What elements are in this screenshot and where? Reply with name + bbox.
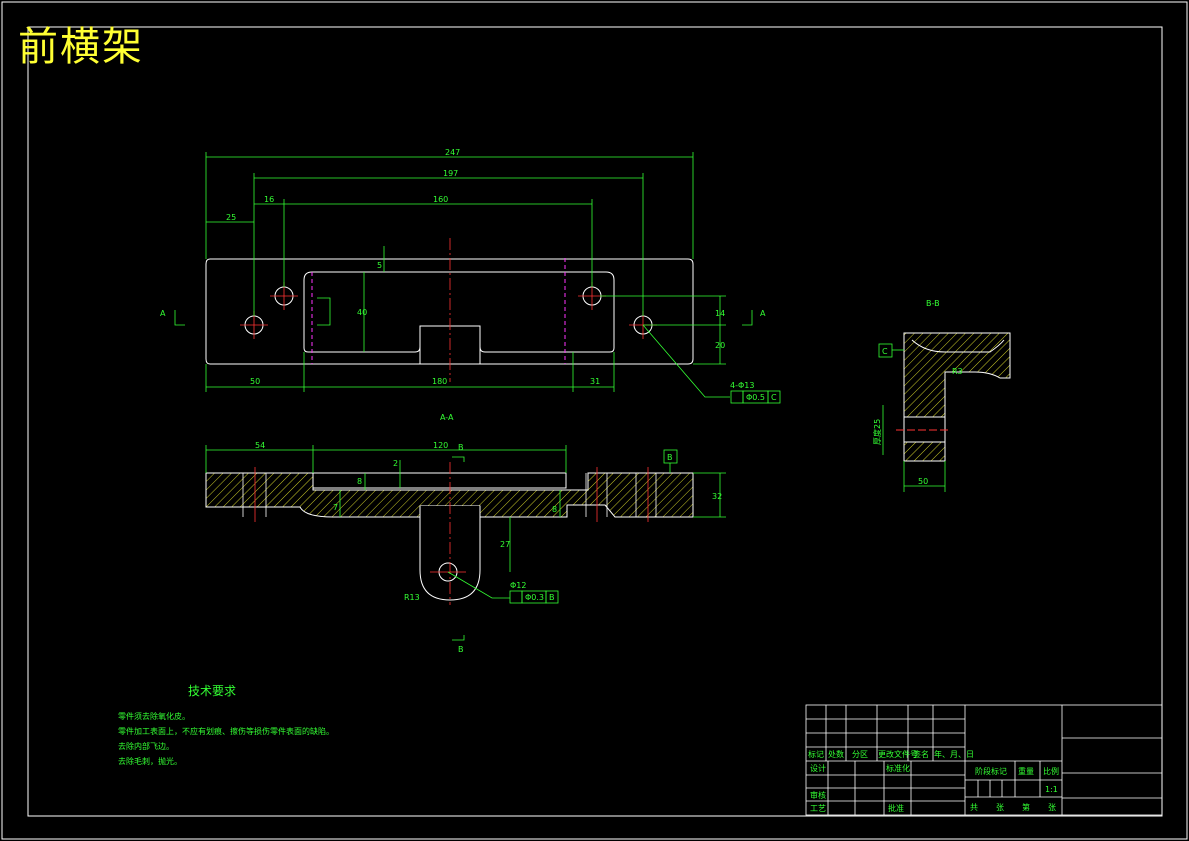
- label-a-left: A: [160, 309, 166, 318]
- callout-tol-05: Φ0.5: [746, 393, 765, 402]
- callout-tol-03: Φ0.3: [525, 593, 544, 602]
- dim-5: 5: [377, 261, 382, 270]
- label-a-right: A: [760, 309, 766, 318]
- label-b-top: B: [458, 443, 464, 452]
- dim-14: 14: [715, 309, 725, 318]
- dim-thickness: 厚度25: [872, 419, 882, 445]
- tb-sheets-unit2: 张: [1048, 803, 1056, 812]
- tb-approve: 批准: [888, 803, 904, 813]
- dim-2: 2: [393, 459, 398, 468]
- tb-process: 工艺: [810, 804, 826, 813]
- tb-hdr-count: 处数: [828, 749, 844, 759]
- dim-50-side: 50: [918, 477, 928, 486]
- dim-20: 20: [715, 341, 725, 350]
- title-block: [805, 704, 1163, 816]
- datum-c: C: [882, 347, 888, 356]
- tb-standard: 标准化: [886, 763, 910, 773]
- tb-sheets-no: 第: [1022, 802, 1030, 812]
- datum-b: B: [667, 453, 673, 462]
- tb-hdr-sign: 签名: [913, 749, 929, 759]
- section-dimensions: [205, 445, 726, 641]
- tb-hdr-zone: 分区: [852, 750, 868, 759]
- callout-ref-b: B: [549, 593, 555, 602]
- tb-sheets-total: 共: [970, 803, 978, 812]
- section-bb: [896, 332, 1011, 462]
- dim-54: 54: [255, 441, 265, 450]
- bb-dimensions: [878, 343, 946, 492]
- tb-hdr-docno: 更改文件号: [878, 749, 918, 759]
- dim-r13: R13: [404, 593, 420, 602]
- dim-8b: 8: [552, 505, 557, 514]
- tb-scale-label: 比例: [1043, 766, 1059, 776]
- tb-scale-value: 1:1: [1045, 785, 1058, 794]
- dim-50: 50: [250, 377, 260, 386]
- dim-27: 27: [500, 540, 510, 549]
- dim-8a: 8: [357, 477, 362, 486]
- tech-line: 去除毛刺，抛光。: [118, 757, 182, 766]
- section-aa: [205, 462, 694, 605]
- dim-25: 25: [226, 213, 236, 222]
- tech-line: 零件加工表面上，不应有划痕、擦伤等损伤零件表面的缺陷。: [118, 727, 334, 736]
- tb-stage: 阶段标记: [975, 766, 1007, 776]
- dim-31: 31: [590, 377, 600, 386]
- dim-197: 197: [443, 169, 458, 178]
- callout-phi12: Φ12: [510, 581, 526, 590]
- top-dimensions: [174, 152, 781, 404]
- callout-ref-c: C: [771, 393, 777, 402]
- dim-7: 7: [333, 503, 338, 512]
- tech-heading: 技术要求: [188, 684, 237, 698]
- tb-review: 审核: [810, 790, 826, 800]
- tb-weight: 重量: [1018, 766, 1034, 776]
- inner-frame: [27, 26, 1163, 817]
- callout-r3: R3: [952, 367, 963, 376]
- dim-160: 160: [433, 195, 448, 204]
- label-section-aa: A-A: [440, 413, 454, 422]
- tech-line: 去除内部飞边。: [118, 742, 174, 751]
- label-b-bottom: B: [458, 645, 464, 654]
- callout-4-phi13: 4-Φ13: [730, 381, 754, 390]
- dim-40: 40: [357, 308, 367, 317]
- tb-sheets-unit1: 张: [996, 803, 1004, 812]
- top-view-outline: [205, 258, 694, 365]
- top-view: [205, 238, 694, 382]
- tb-hdr-mark: 标记: [808, 749, 824, 759]
- dim-16: 16: [264, 195, 274, 204]
- label-section-bb: B-B: [926, 299, 940, 308]
- tb-design: 设计: [810, 763, 826, 773]
- tech-line: 零件须去除氧化皮。: [118, 712, 190, 721]
- drawing-title: 前横架: [18, 24, 144, 70]
- tb-hdr-date: 年、月、日: [934, 749, 974, 759]
- top-view-slot: [303, 271, 615, 353]
- dim-120: 120: [433, 441, 448, 450]
- dim-32: 32: [712, 492, 722, 501]
- dim-180: 180: [432, 377, 447, 386]
- dim-247: 247: [445, 148, 460, 157]
- technical-requirements: 技术要求 零件须去除氧化皮。 零件加工表面上，不应有划痕、擦伤等损伤零件表面的缺…: [118, 682, 334, 769]
